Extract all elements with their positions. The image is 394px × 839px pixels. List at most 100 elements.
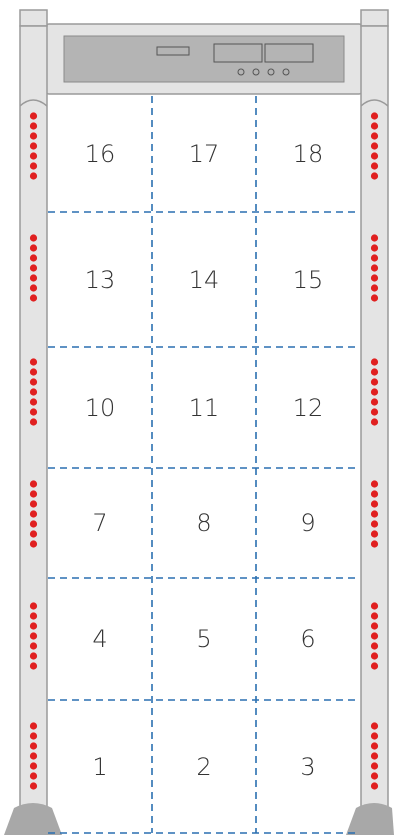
left-led-indicator <box>30 234 37 241</box>
left-led-indicator <box>30 408 37 415</box>
left-led-indicator <box>30 378 37 385</box>
right-led-indicator <box>371 132 378 139</box>
right-led-indicator <box>371 480 378 487</box>
led-indicators <box>30 112 378 789</box>
left-led-indicator <box>30 132 37 139</box>
left-led-indicator <box>30 540 37 547</box>
left-led-indicator <box>30 622 37 629</box>
zone-label: 9 <box>256 508 360 538</box>
right-foot <box>346 803 394 835</box>
left-led-indicator <box>30 510 37 517</box>
zone-label: 13 <box>48 265 152 295</box>
right-led-indicator <box>371 742 378 749</box>
left-led-indicator <box>30 284 37 291</box>
left-led-indicator <box>30 722 37 729</box>
right-led-indicator <box>371 254 378 261</box>
left-foot <box>4 803 62 835</box>
zone-label: 7 <box>48 508 152 538</box>
right-led-indicator <box>371 162 378 169</box>
right-led-indicator <box>371 662 378 669</box>
left-led-indicator <box>30 122 37 129</box>
right-led-indicator <box>371 244 378 251</box>
right-led-indicator <box>371 152 378 159</box>
zone-label: 15 <box>256 265 360 295</box>
left-led-indicator <box>30 264 37 271</box>
left-led-indicator <box>30 152 37 159</box>
right-led-indicator <box>371 274 378 281</box>
right-led-indicator <box>371 752 378 759</box>
right-led-indicator <box>371 294 378 301</box>
right-led-indicator <box>371 264 378 271</box>
left-led-indicator <box>30 294 37 301</box>
zone-label: 10 <box>48 393 152 423</box>
right-led-indicator <box>371 368 378 375</box>
right-led-indicator <box>371 530 378 537</box>
right-led-indicator <box>371 722 378 729</box>
left-led-indicator <box>30 742 37 749</box>
zone-label: 8 <box>152 508 256 538</box>
left-led-indicator <box>30 172 37 179</box>
zone-label: 12 <box>256 393 360 423</box>
left-led-indicator <box>30 782 37 789</box>
zone-label: 11 <box>152 393 256 423</box>
right-led-indicator <box>371 122 378 129</box>
left-led-indicator <box>30 752 37 759</box>
left-led-indicator <box>30 612 37 619</box>
left-led-indicator <box>30 368 37 375</box>
left-led-indicator <box>30 274 37 281</box>
zone-grid <box>48 96 360 833</box>
right-led-indicator <box>371 642 378 649</box>
right-led-indicator <box>371 112 378 119</box>
right-led-indicator <box>371 632 378 639</box>
left-led-indicator <box>30 398 37 405</box>
right-led-indicator <box>371 772 378 779</box>
left-led-indicator <box>30 602 37 609</box>
left-led-indicator <box>30 254 37 261</box>
left-led-indicator <box>30 112 37 119</box>
left-led-indicator <box>30 244 37 251</box>
zone-label: 2 <box>152 752 256 782</box>
zone-label: 14 <box>152 265 256 295</box>
right-pillar-cap <box>361 10 388 26</box>
right-led-indicator <box>371 520 378 527</box>
right-led-indicator <box>371 540 378 547</box>
left-led-indicator <box>30 162 37 169</box>
right-led-indicator <box>371 358 378 365</box>
right-led-indicator <box>371 284 378 291</box>
right-led-indicator <box>371 142 378 149</box>
zone-label: 17 <box>152 139 256 169</box>
zone-label: 1 <box>48 752 152 782</box>
left-led-indicator <box>30 418 37 425</box>
right-led-indicator <box>371 510 378 517</box>
zone-label: 18 <box>256 139 360 169</box>
right-led-indicator <box>371 234 378 241</box>
control-panel <box>64 36 344 82</box>
left-led-indicator <box>30 500 37 507</box>
left-led-indicator <box>30 388 37 395</box>
left-led-indicator <box>30 480 37 487</box>
zone-label: 16 <box>48 139 152 169</box>
right-led-indicator <box>371 652 378 659</box>
zone-label: 3 <box>256 752 360 782</box>
right-led-indicator <box>371 388 378 395</box>
left-led-indicator <box>30 490 37 497</box>
left-led-indicator <box>30 772 37 779</box>
right-led-indicator <box>371 782 378 789</box>
right-led-indicator <box>371 612 378 619</box>
zone-label: 6 <box>256 624 360 654</box>
right-led-indicator <box>371 762 378 769</box>
left-led-indicator <box>30 662 37 669</box>
left-pillar-cap <box>20 10 47 26</box>
left-led-indicator <box>30 732 37 739</box>
left-led-indicator <box>30 652 37 659</box>
left-led-indicator <box>30 358 37 365</box>
right-led-indicator <box>371 490 378 497</box>
zone-label: 4 <box>48 624 152 654</box>
right-led-indicator <box>371 732 378 739</box>
right-led-indicator <box>371 602 378 609</box>
left-led-indicator <box>30 520 37 527</box>
left-led-indicator <box>30 632 37 639</box>
right-led-indicator <box>371 378 378 385</box>
right-led-indicator <box>371 408 378 415</box>
